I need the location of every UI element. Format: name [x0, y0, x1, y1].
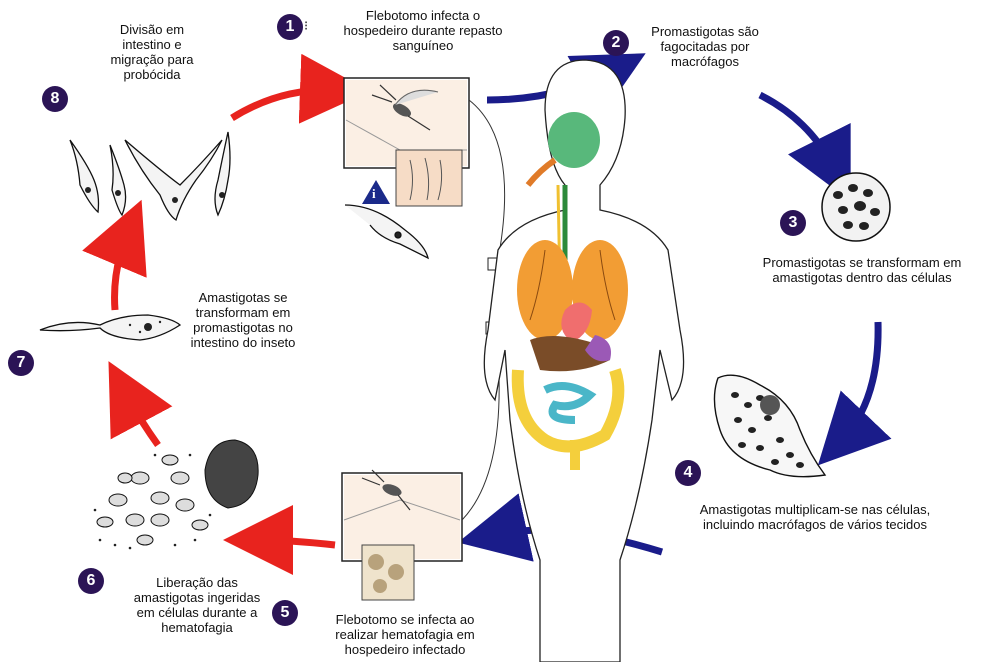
promastigote-gut	[40, 315, 180, 340]
step-4-label: Amastigotas multiplicam-se nas células,i…	[680, 502, 950, 532]
info-icon-letter: i	[372, 186, 376, 202]
step-1-badge: 1	[277, 14, 303, 40]
step-2-badge: 2	[603, 30, 629, 56]
step-4-badge: 4	[675, 460, 701, 486]
sandfly-infected-panel	[342, 470, 462, 600]
step-1-marker: ⁝	[304, 18, 308, 33]
arrow-6-to-7	[125, 392, 158, 445]
arrow-7-to-8	[115, 232, 128, 310]
released-amastigotes	[94, 440, 258, 549]
step-6-badge: 6	[78, 568, 104, 594]
step-3-badge: 3	[780, 210, 806, 236]
arrow-5-to-6	[258, 540, 335, 545]
arrow-8-to-1	[232, 90, 335, 118]
human-host-body	[484, 60, 683, 662]
infected-tissue-cells	[714, 375, 825, 476]
step-8-badge: 8	[42, 86, 68, 112]
arrow-2-to-3	[760, 95, 835, 170]
arrow-3-to-4	[842, 322, 878, 440]
step-7-badge: 7	[8, 350, 34, 376]
macrophage-cell	[822, 173, 890, 241]
dividing-promastigotes	[70, 132, 230, 220]
info-icon	[362, 180, 390, 204]
promastigote-top	[345, 205, 428, 258]
